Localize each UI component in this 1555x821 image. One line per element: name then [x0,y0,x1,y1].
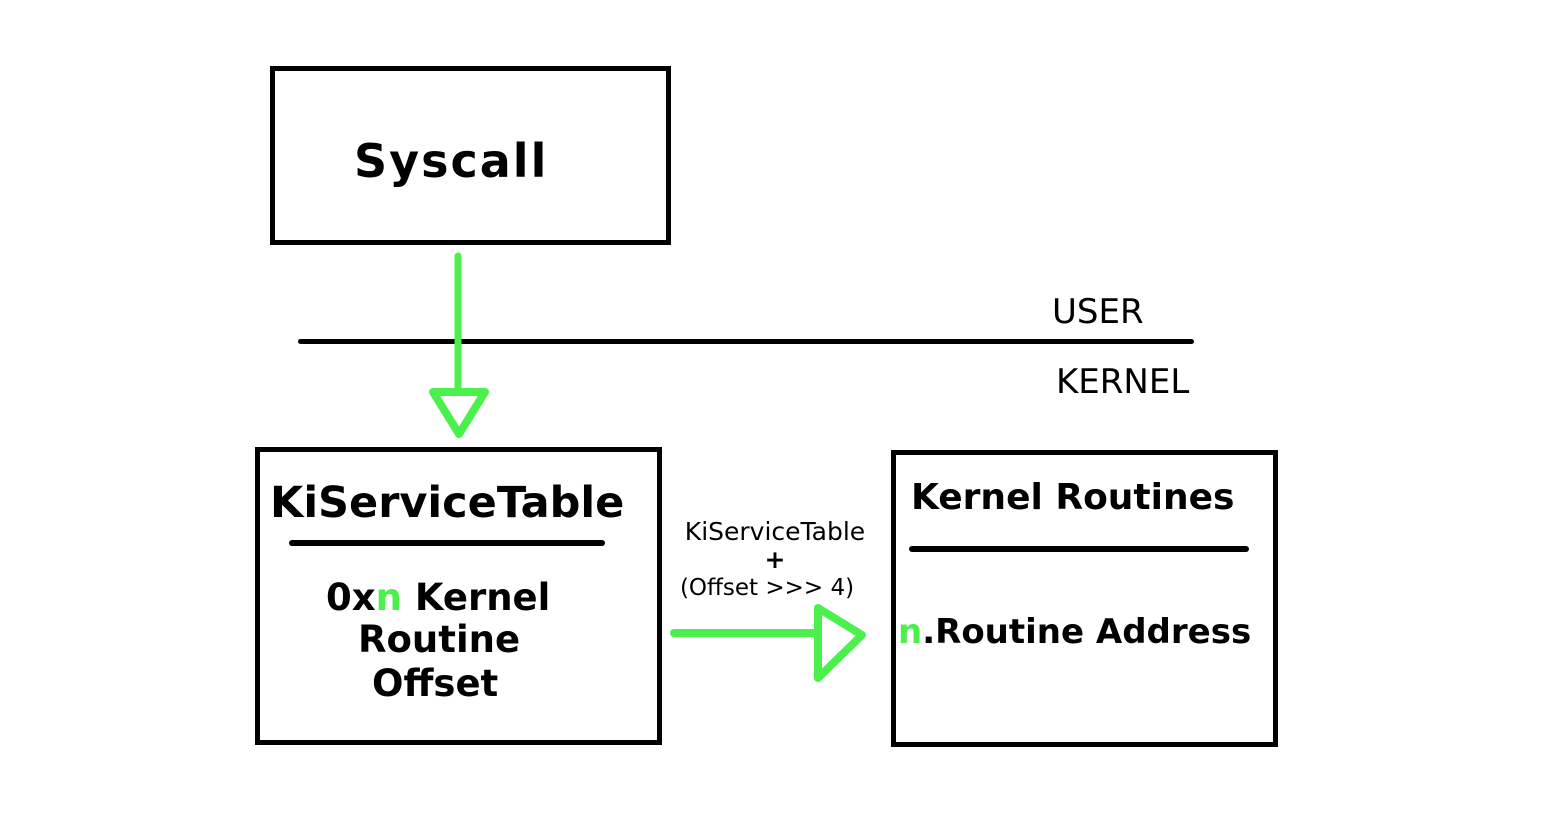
down-arrow [429,252,489,438]
entry-line1-rest: Kernel [401,576,551,619]
service-table-entry-line1: 0xn Kernel [326,576,550,619]
formula-line1: KiServiceTable [684,517,866,546]
kernel-label: KERNEL [1056,362,1190,402]
kernel-routines-box [891,450,1278,747]
service-table-title: KiServiceTable [270,478,625,528]
formula-line3: (Offset >>> 4) [679,575,855,601]
routine-var-n: n [898,612,923,652]
syscall-label: Syscall [354,134,549,188]
entry-prefix: 0x [326,576,376,619]
entry-var-n: n [375,576,402,619]
kernel-routines-divider [909,546,1249,552]
service-table-box [255,447,662,745]
kernel-routines-entry: n.Routine Address [898,612,1251,652]
service-table-entry-line3: Offset [372,662,499,705]
syscall-box [270,66,671,245]
user-kernel-boundary-line [298,339,1194,344]
user-label: USER [1052,292,1144,332]
kernel-routines-title: Kernel Routines [911,477,1235,518]
routine-entry-rest: .Routine Address [922,612,1252,652]
service-table-entry-line2: Routine [358,618,521,661]
right-arrow [670,604,866,682]
formula-line2: + [764,545,786,574]
service-table-divider [289,540,605,546]
